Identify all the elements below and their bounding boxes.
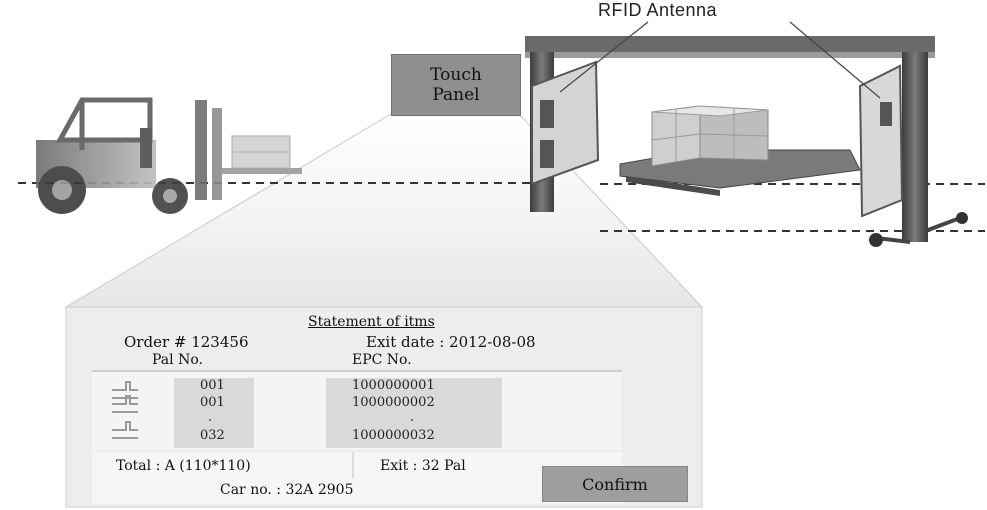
- rfid-antenna-label: RFID Antenna: [598, 0, 718, 20]
- order-number: Order # 123456: [124, 333, 249, 351]
- forklift-icon: [36, 97, 302, 214]
- touch-panel-label-1: Touch: [430, 65, 482, 85]
- antenna-pointer-lines: [559, 21, 881, 99]
- col-header-pal: Pal No.: [152, 352, 203, 368]
- exit-pallets: Exit : 32 Pal: [380, 458, 466, 474]
- touch-panel-label-2: Panel: [432, 85, 480, 105]
- table-row-pal: .: [208, 410, 213, 425]
- gate-antenna-icon: [525, 36, 968, 247]
- pallet-boxes-icon: [619, 105, 861, 196]
- table-row-epc: 1000000032: [352, 428, 435, 443]
- exit-date: Exit date : 2012-08-08: [366, 333, 536, 351]
- table-row-epc: 1000000001: [352, 378, 435, 393]
- total-label: Total : A (110*110): [116, 458, 251, 474]
- col-header-epc: EPC No.: [352, 352, 412, 368]
- confirm-button[interactable]: Confirm: [542, 466, 688, 502]
- statement-title: Statement of itms: [308, 314, 435, 330]
- table-row-epc: .: [410, 410, 415, 425]
- table-row-pal: 032: [200, 428, 225, 443]
- table-row-epc: 1000000002: [352, 395, 435, 410]
- pallet-stack-icon: [112, 381, 138, 439]
- table-row-pal: 001: [200, 378, 225, 393]
- touch-panel-box: Touch Panel: [391, 54, 521, 116]
- table-row-pal: 001: [200, 395, 225, 410]
- car-number: Car no. : 32A 2905: [220, 482, 354, 498]
